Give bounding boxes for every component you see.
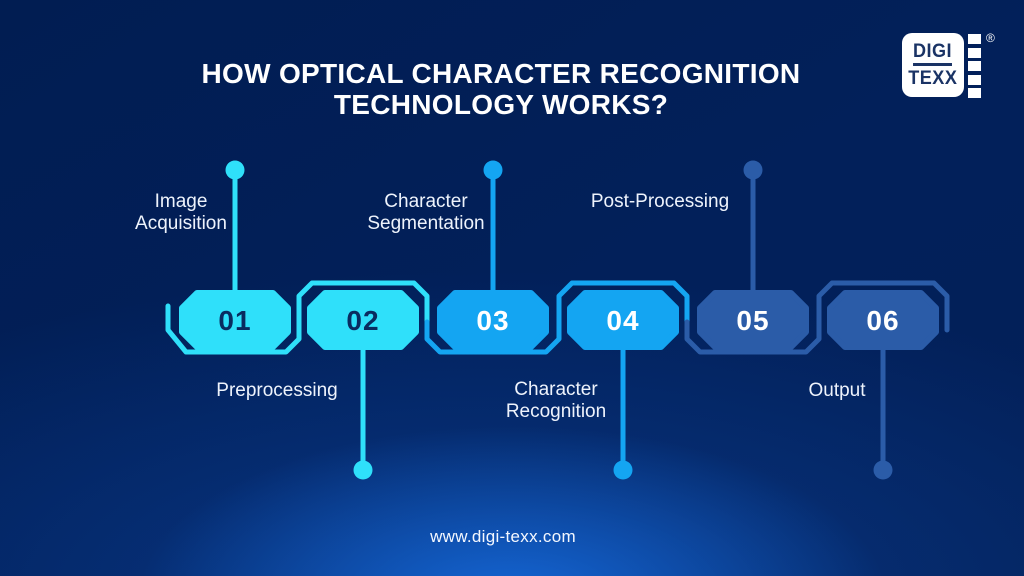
- film-strip-icon: [968, 34, 981, 98]
- film-hole: [968, 61, 981, 71]
- outline-chain-navy: [684, 280, 950, 355]
- logo-texx-text: TEXX: [908, 68, 958, 89]
- step-octagon-03: [437, 290, 549, 350]
- step-octagon-06: [827, 290, 939, 350]
- timeline-dot-step-01: [225, 160, 245, 180]
- timeline-dot-step-02: [353, 460, 373, 480]
- timeline-dot-step-06: [873, 460, 893, 480]
- registered-trademark: ®: [986, 31, 995, 45]
- step-number-06: 06: [866, 305, 899, 336]
- film-hole: [968, 34, 981, 44]
- step-octagon-04: [567, 290, 679, 350]
- timeline-dot-step-03: [483, 160, 503, 180]
- step-number-05: 05: [736, 305, 769, 336]
- website-url: www.digi-texx.com: [430, 527, 576, 546]
- page-title: HOW OPTICAL CHARACTER RECOGNITION TECHNO…: [202, 58, 801, 120]
- step-number-04: 04: [606, 305, 639, 336]
- step-number-03: 03: [476, 305, 509, 336]
- title-line-2: TECHNOLOGY WORKS?: [333, 89, 669, 120]
- step-number-01: 01: [218, 305, 251, 336]
- outline-chain-azure: [424, 280, 690, 355]
- step-label-output: Output: [808, 380, 866, 401]
- step-label-image-acquisition: Image Acquisition: [135, 191, 227, 234]
- timeline-dot-step-05: [743, 160, 763, 180]
- film-hole: [968, 74, 981, 85]
- film-hole: [968, 88, 981, 98]
- step-number-02: 02: [346, 305, 379, 336]
- step-label-post-processing: Post-Processing: [590, 191, 730, 212]
- step-octagon-02: [307, 290, 419, 350]
- step-label-character-segmentation: Character Segmentation: [367, 191, 485, 234]
- timeline-dot-step-04: [613, 460, 633, 480]
- logo-digi-text: DIGI: [913, 41, 953, 66]
- step-octagon-05: [697, 290, 809, 350]
- digitexx-logo: DIGI TEXX: [902, 33, 964, 97]
- step-label-character-recognition: Character Recognition: [505, 379, 607, 422]
- outline-chain-cyan: [165, 280, 430, 355]
- film-hole: [968, 47, 981, 58]
- step-label-preprocessing: Preprocessing: [216, 380, 338, 401]
- title-line-1: HOW OPTICAL CHARACTER RECOGNITION: [201, 58, 801, 89]
- step-octagon-01: [179, 290, 291, 350]
